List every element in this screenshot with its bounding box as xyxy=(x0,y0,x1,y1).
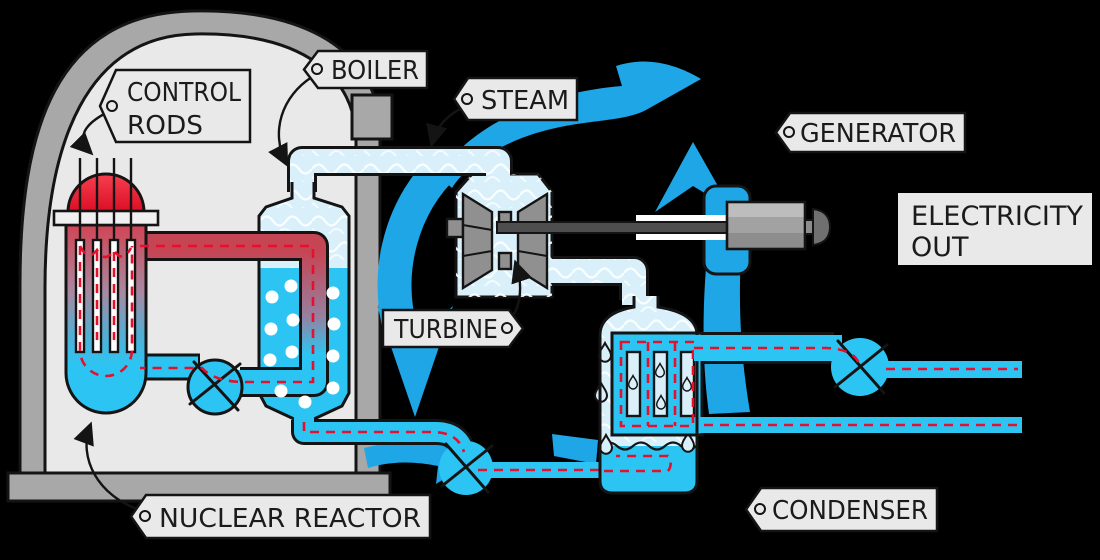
pump-x-mark xyxy=(440,444,494,488)
generator-assembly xyxy=(496,184,832,276)
turbine-label: TURBINE xyxy=(393,315,498,345)
turbine-blade-right xyxy=(516,191,549,291)
flow-line-condensate xyxy=(604,454,672,473)
flow-line-feedwater xyxy=(302,422,604,472)
tag-steam: STEAM xyxy=(452,76,579,122)
flow-line-vessel-loop xyxy=(78,246,134,378)
tag-generator: GENERATOR xyxy=(774,111,967,154)
primary-pump xyxy=(186,358,244,416)
tag-control-rods: CONTROL RODS xyxy=(98,68,252,144)
boiler-bubbles xyxy=(263,279,341,409)
exhaust-duct-texture xyxy=(548,259,646,305)
tag-hole-icon xyxy=(311,63,323,75)
boiler-outline-left xyxy=(257,182,296,438)
flow-line-cooling-top xyxy=(694,346,1018,371)
reactor-core-dome xyxy=(66,172,146,214)
condenser-label: CONDENSER xyxy=(772,496,928,526)
feedwater-pump xyxy=(439,441,494,495)
boiler-label: BOILER xyxy=(331,56,419,86)
turbine-shaft xyxy=(496,221,730,234)
turbine-blade-left-lines xyxy=(462,224,493,257)
cooling-return-pipe xyxy=(700,417,1022,433)
steam-label: STEAM xyxy=(481,86,569,116)
generator-end-knob xyxy=(812,207,832,247)
primary-flow-lines xyxy=(78,244,315,384)
pump-x-mark xyxy=(833,343,889,389)
condenser-outline xyxy=(598,296,699,495)
pump-x-mark xyxy=(188,362,242,406)
electricity-out-label-2: OUT xyxy=(911,232,969,263)
tag-boiler: BOILER xyxy=(302,49,429,90)
electricity-out-box: ELECTRICITY OUT xyxy=(898,193,1092,265)
generator-band-mid xyxy=(727,217,805,233)
cooling-water-loop xyxy=(694,332,1022,433)
generator-stub xyxy=(804,219,814,235)
condenser-water-surface xyxy=(600,441,697,451)
electricity-out-label: ELECTRICITY xyxy=(911,201,1084,232)
tag-hole-icon xyxy=(783,126,795,138)
tag-hole-icon xyxy=(754,503,766,515)
containment-ledge xyxy=(350,93,394,141)
boiler-arrow xyxy=(268,75,313,168)
condenser xyxy=(594,296,704,495)
nuclear-reactor-arrow xyxy=(73,421,141,512)
tag-nuclear-reactor: NUCLEAR REACTOR xyxy=(129,493,432,540)
steam-arrow xyxy=(426,106,463,148)
control-rods-arrow xyxy=(69,110,109,156)
tag-hole-icon xyxy=(501,322,513,334)
flow-line-vessel-top xyxy=(78,245,133,259)
generator-band-bottom xyxy=(727,233,805,249)
generator-band-top xyxy=(727,202,805,217)
flow-line-primary xyxy=(140,244,315,384)
cooling-outlet-pipe xyxy=(876,361,1022,378)
turbine-hub-bottom xyxy=(497,251,513,271)
condenser-water xyxy=(600,446,697,493)
steam-pipe xyxy=(287,146,513,196)
tag-hole-icon xyxy=(106,100,118,112)
tag-turbine: TURBINE xyxy=(381,308,525,349)
label-tags: CONTROL RODS BOILER STEAM GENERATOR TURB… xyxy=(98,49,1092,540)
control-rods-label-2: RODS xyxy=(127,111,203,141)
flow-line-exchanger xyxy=(619,340,695,428)
generator-label: GENERATOR xyxy=(800,119,956,149)
pump-x-mark xyxy=(444,442,490,494)
reactor-flange-plate xyxy=(52,209,160,227)
turbine-shaft-end xyxy=(445,217,465,239)
turbine-exhaust-duct xyxy=(548,256,649,305)
control-rods-label: CONTROL xyxy=(127,78,241,108)
cycle-arrow-bottom-segment xyxy=(552,434,598,464)
turbine-blade-left xyxy=(461,191,494,291)
boiler-outline-right xyxy=(312,182,351,438)
cycle-arrow-top xyxy=(438,61,701,188)
pump-x-mark xyxy=(192,360,240,412)
nuclear-reactor-label: NUCLEAR REACTOR xyxy=(159,504,421,534)
control-rod-stems xyxy=(78,158,133,243)
tag-hole-icon xyxy=(139,510,151,522)
cycle-arrow-left-arc xyxy=(377,150,459,337)
steam-pipe-texture xyxy=(290,149,510,196)
tag-condenser: CONDENSER xyxy=(744,486,939,533)
feedwater-pipe-return xyxy=(474,462,604,478)
tag-hole-icon xyxy=(461,93,473,105)
